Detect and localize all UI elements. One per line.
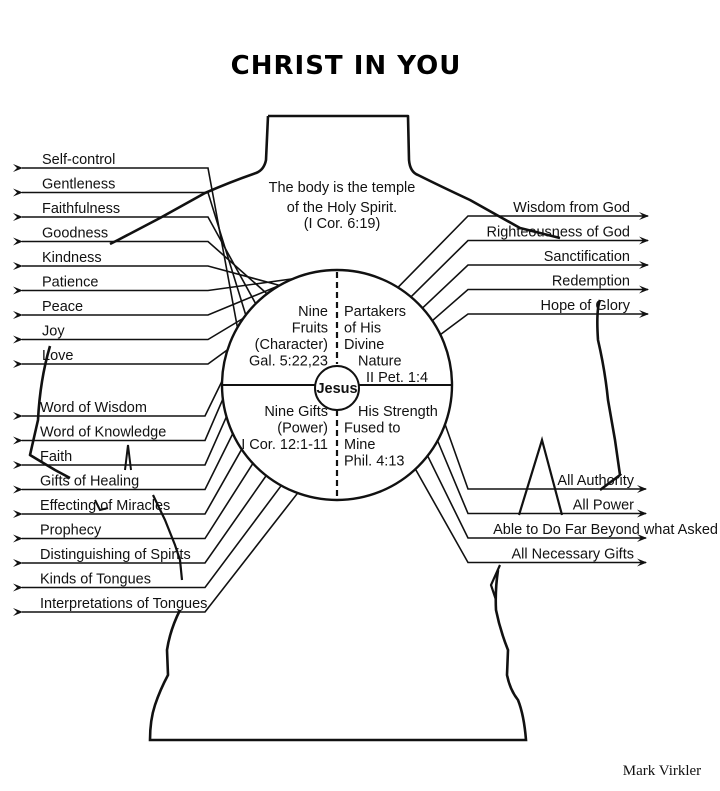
fruit-label: Kindness [42, 250, 102, 266]
gift-leader-line [12, 433, 234, 494]
gifts-quadrant-text: (Power) [277, 421, 328, 437]
fruits-quadrant-text: Nine [298, 304, 328, 320]
gift-leader-line [12, 462, 254, 543]
strength-quadrant-text: Mine [344, 437, 375, 453]
strength-label: Able to Do Far Beyond what Asked [493, 522, 718, 538]
gift-leader-line [12, 398, 224, 445]
fruit-label: Self-control [42, 152, 115, 168]
divine-nature-leader-line [397, 212, 649, 289]
body-outline [28, 114, 622, 492]
strength-leader-line [426, 455, 647, 542]
divine-nature-leader-line [431, 285, 649, 322]
fruit-leader-line [12, 277, 294, 295]
temple-line-2: of the Holy Spirit. [287, 200, 397, 216]
gift-leader-line [12, 416, 228, 469]
divine-nature-label: Righteousness of God [487, 225, 630, 241]
temple-reference: (I Cor. 6:19) [304, 216, 381, 232]
gifts-quadrant-text: I Cor. 12:1-11 [241, 437, 328, 453]
labels: Self-controlGentlenessFaithfulnessGoodne… [40, 152, 718, 612]
gift-label: Distinguishing of Spirits [40, 547, 191, 563]
gift-leader-line [12, 492, 299, 616]
strength-label: All Authority [557, 473, 634, 489]
gift-label: Faith [40, 449, 72, 465]
jesus-label: Jesus [316, 381, 357, 397]
fruit-label: Faithfulness [42, 201, 120, 217]
gift-label: Prophecy [40, 523, 102, 539]
strength-leader-line [414, 468, 647, 567]
strength-quadrant-text: His Strength [358, 404, 438, 420]
divine-nature-leader-line [421, 261, 649, 309]
divine-nature-quadrant-text: II Pet. 1:4 [366, 370, 428, 386]
divine-nature-label: Redemption [552, 274, 630, 290]
gift-leader-line [12, 485, 282, 592]
fruit-leader-line [12, 188, 247, 316]
right-arm-line [489, 564, 502, 601]
fruit-leader-line [12, 262, 280, 287]
divine-nature-quadrant-text: Divine [344, 337, 384, 353]
divine-nature-quadrant-text: Partakers [344, 304, 406, 320]
gift-leader-line [12, 448, 243, 518]
left-hand-mark [94, 499, 109, 512]
gift-label: Word of Knowledge [40, 425, 166, 441]
jesus-circle [314, 365, 360, 411]
left-thumb [124, 444, 132, 471]
fruit-label: Peace [42, 299, 83, 315]
diagram-title: CHRIST IN YOU [231, 51, 462, 81]
fruit-label: Joy [42, 324, 65, 340]
divine-nature-label: Hope of Glory [541, 298, 631, 314]
divine-nature-label: Sanctification [544, 249, 630, 265]
strength-label: All Power [573, 498, 634, 514]
divine-nature-leader-line [439, 310, 649, 336]
fruit-label: Patience [42, 275, 98, 291]
strength-quadrant-text: Fused to [344, 421, 400, 437]
fruits-quadrant-text: (Character) [255, 337, 328, 353]
strength-leader-line [444, 424, 647, 493]
gift-label: Interpretations of Tongues [40, 596, 207, 612]
fruit-label: Love [42, 348, 73, 364]
divine-nature-leader-line [410, 236, 649, 298]
gift-label: Word of Wisdom [40, 400, 147, 416]
fruit-leader-line [12, 164, 239, 328]
fruits-quadrant-text: Fruits [292, 321, 328, 337]
strength-quadrant-text: Phil. 4:13 [344, 454, 404, 470]
divine-nature-label: Wisdom from God [513, 200, 630, 216]
strength-leader-line [436, 440, 647, 518]
divine-nature-quadrant-text: Nature [358, 354, 402, 370]
right-thumb [517, 436, 564, 516]
gift-label: Kinds of Tongues [40, 572, 151, 588]
gift-label: Effecting of Miracles [40, 498, 170, 514]
left-arm-line [152, 494, 184, 581]
gift-leader-line [12, 380, 223, 420]
divine-nature-quadrant-text: of His [344, 321, 381, 337]
gift-label: Gifts of Healing [40, 474, 139, 490]
temple-line-1: The body is the temple [269, 180, 416, 196]
gift-leader-line [12, 475, 267, 567]
fruit-label: Goodness [42, 226, 108, 242]
gifts-quadrant-text: Nine Gifts [264, 404, 328, 420]
fruits-quadrant-text: Gal. 5:22,23 [249, 354, 328, 370]
author-credit: Mark Virkler [623, 763, 701, 779]
torso-outline [148, 569, 528, 742]
strength-label: All Necessary Gifts [512, 547, 634, 563]
fruit-label: Gentleness [42, 177, 115, 193]
